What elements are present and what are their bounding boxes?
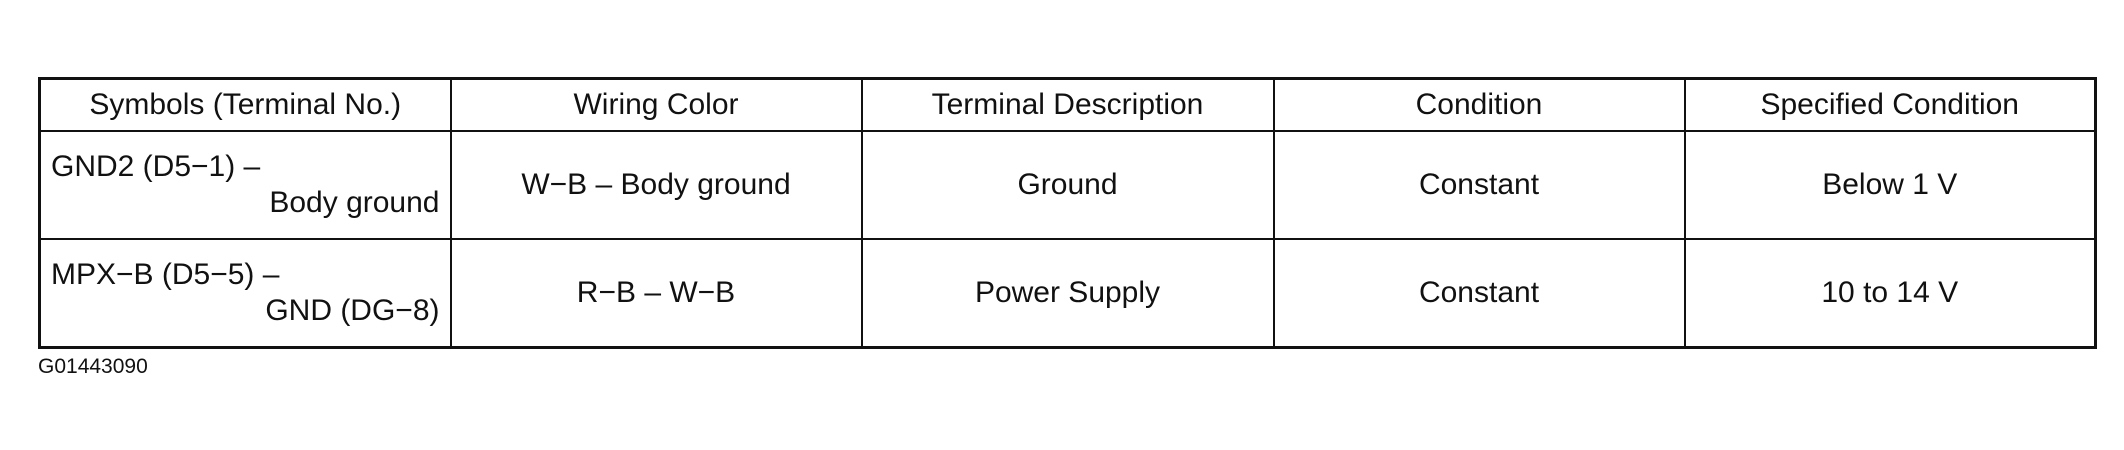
symbol-terminal: GND2 (D5−1) –: [51, 150, 261, 183]
symbol-cell: GND2 (D5−1) – Body ground: [38, 130, 452, 240]
wiring-color-cell: R−B – W−B: [449, 238, 863, 349]
figure-code: G01443090: [38, 355, 148, 378]
terminal-table: Symbols (Terminal No.) Wiring Color Term…: [38, 77, 2097, 349]
header-row: Symbols (Terminal No.) Wiring Color Term…: [38, 77, 2097, 132]
header-specified-condition: Specified Condition: [1683, 77, 2097, 132]
terminal-description-cell: Power Supply: [860, 238, 1275, 349]
wiring-color-cell: W−B – Body ground: [449, 130, 863, 240]
condition-cell: Constant: [1272, 238, 1686, 349]
header-symbols: Symbols (Terminal No.): [38, 77, 452, 132]
terminal-description-cell: Ground: [860, 130, 1275, 240]
header-terminal-description: Terminal Description: [860, 77, 1275, 132]
table-row: GND2 (D5−1) – Body ground W−B – Body gro…: [38, 130, 2097, 240]
table-header: Symbols (Terminal No.) Wiring Color Term…: [38, 77, 2097, 132]
table-row: MPX−B (D5−5) – GND (DG−8) R−B – W−B Powe…: [38, 238, 2097, 349]
table-body: GND2 (D5−1) – Body ground W−B – Body gro…: [38, 130, 2097, 349]
condition-cell: Constant: [1272, 130, 1686, 240]
symbol-terminal: MPX−B (D5−5) –: [51, 258, 280, 291]
specified-condition-cell: Below 1 V: [1683, 130, 2097, 240]
header-wiring-color: Wiring Color: [449, 77, 863, 132]
specified-condition-cell: 10 to 14 V: [1683, 238, 2097, 349]
symbol-cell: MPX−B (D5−5) – GND (DG−8): [38, 238, 452, 349]
symbol-terminal-target: GND (DG−8): [265, 294, 440, 327]
header-condition: Condition: [1272, 77, 1686, 132]
symbol-terminal-target: Body ground: [269, 186, 440, 219]
